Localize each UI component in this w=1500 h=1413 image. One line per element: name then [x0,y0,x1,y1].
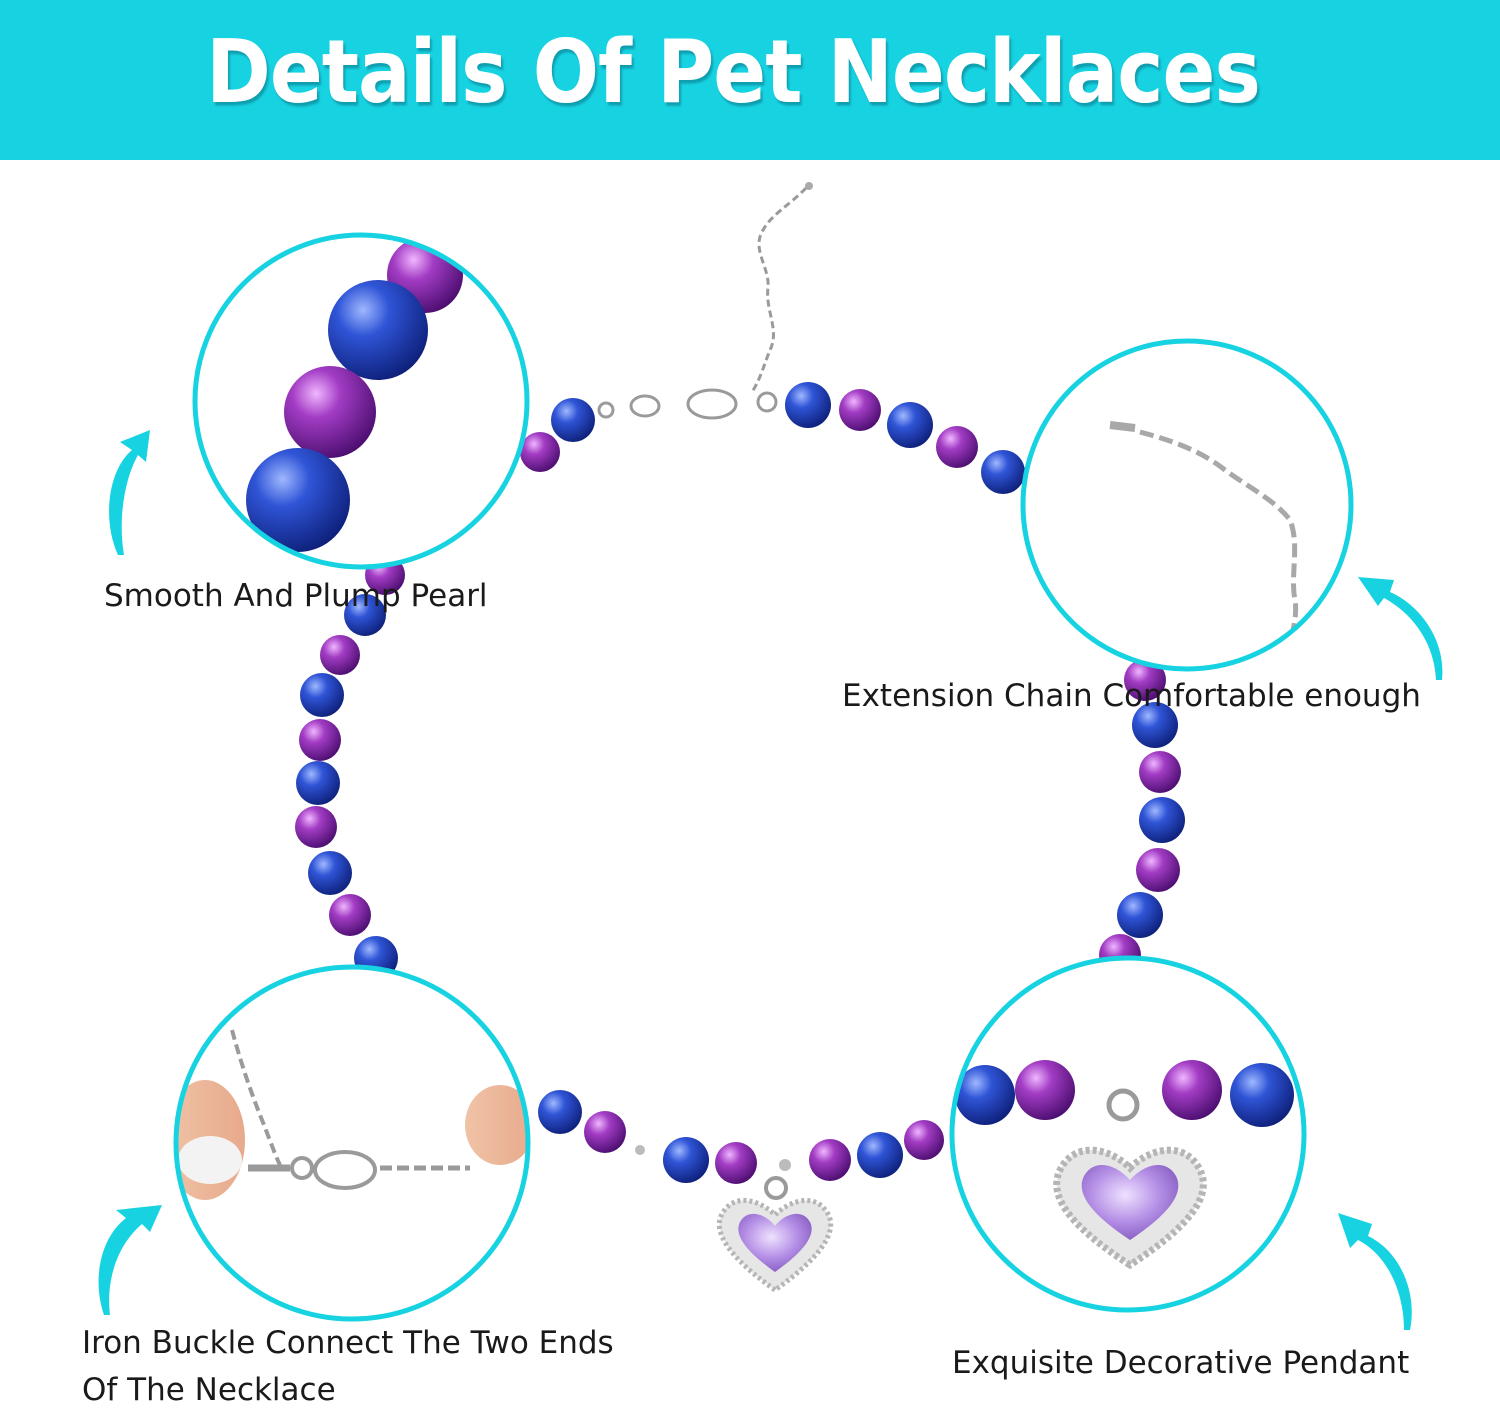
curved-arrow-icon [1358,577,1442,680]
caption-buckle-line2: Of The Necklace [82,1367,614,1413]
chain-zoom-circle [1023,341,1351,669]
buckle-zoom-circle [165,967,535,1319]
heart-pendant [719,1178,830,1290]
pendant-zoom-circle [952,958,1304,1310]
curved-arrow-icon [1338,1213,1412,1330]
curved-arrow-icon [99,1205,162,1315]
caption-pendant: Exquisite Decorative Pendant [952,1340,1409,1387]
curved-arrow-icon [109,430,150,555]
pearl-zoom-circle [195,235,527,567]
caption-pearl: Smooth And Plump Pearl [104,573,488,620]
caption-buckle: Iron Buckle Connect The Two Ends Of The … [82,1320,614,1413]
caption-buckle-line1: Iron Buckle Connect The Two Ends [82,1320,614,1367]
caption-extension-chain: Extension Chain Comfortable enough [842,673,1421,720]
extension-chain [599,182,813,418]
